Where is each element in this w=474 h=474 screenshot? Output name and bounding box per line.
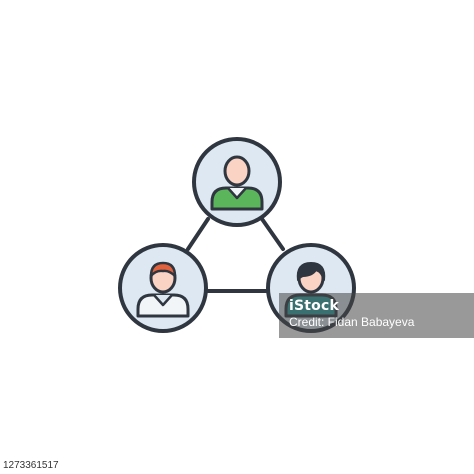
right-person-hair — [296, 262, 326, 281]
watermark-brand: iStock — [289, 298, 340, 314]
network-connections — [186, 217, 285, 293]
watermark-credit: Credit: Fidan Babayeva — [289, 315, 415, 329]
person-icon — [136, 261, 190, 318]
left-person-node — [118, 243, 208, 333]
left-person-hair — [149, 261, 177, 278]
connection-top-left — [186, 217, 210, 251]
person-icon — [210, 155, 264, 211]
top-person-head — [223, 155, 251, 187]
connection-top-right — [260, 217, 285, 251]
top-person-node — [192, 137, 282, 227]
left-person-collar — [153, 294, 173, 307]
top-person-collar — [227, 187, 247, 200]
image-id-label: 1273361517 — [0, 458, 62, 474]
istock-watermark: iStock Credit: Fidan Babayeva — [279, 293, 474, 338]
